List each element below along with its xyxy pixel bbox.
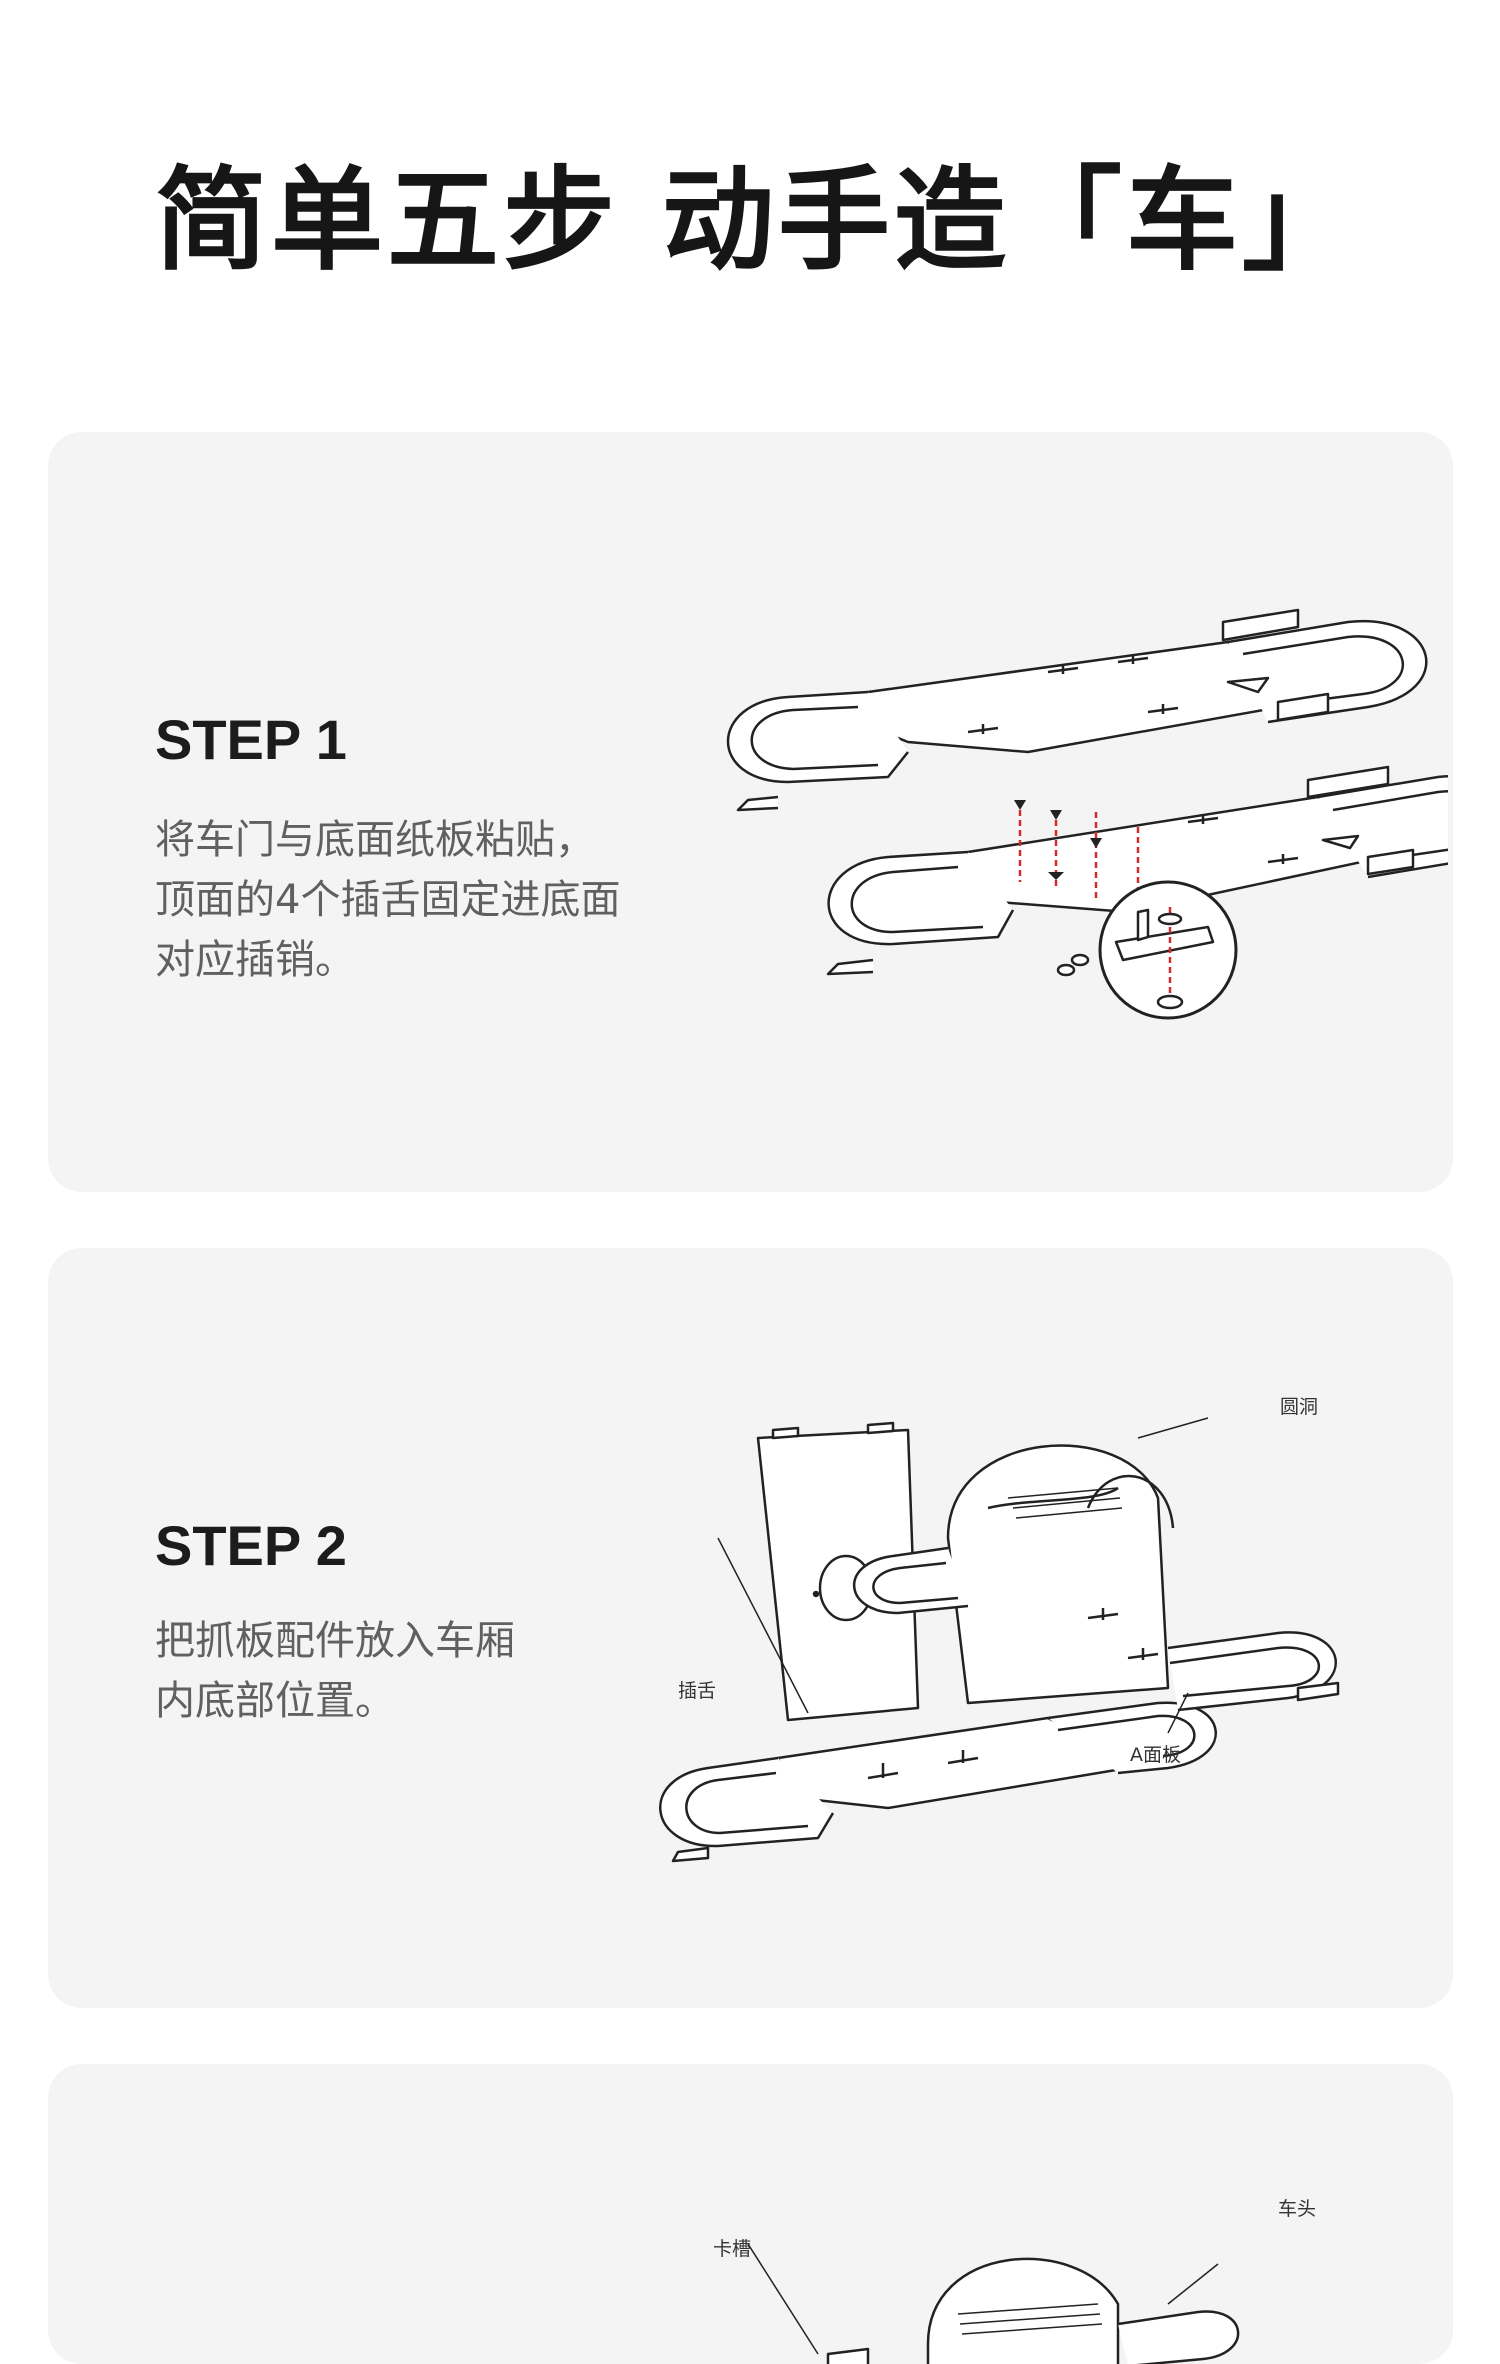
step-1-description: 将车门与底面纸板粘贴， 顶面的4个插舌固定进底面 对应插销。	[155, 817, 621, 983]
callout-panel: A面板	[1130, 1744, 1181, 1766]
step-1-label: STEP 1	[155, 708, 347, 771]
page-title: 简单五步 动手造「车」	[155, 156, 1358, 286]
step-2-illustration	[648, 1358, 1438, 1918]
step-3-card: 卡槽 车头	[48, 2064, 1453, 2364]
step-3-illustration	[698, 2154, 1398, 2364]
callout-head: 车头	[1278, 2198, 1317, 2220]
callout-tab: 插舌	[678, 1680, 717, 1702]
step-1-card: STEP 1 将车门与底面纸板粘贴， 顶面的4个插舌固定进底面 对应插销。	[48, 432, 1453, 1192]
step-2-label: STEP 2	[155, 1514, 347, 1577]
step-2-card: STEP 2 把抓板配件放入车厢 内底部位置。	[48, 1248, 1453, 2008]
step-2-description: 把抓板配件放入车厢 内底部位置。	[155, 1618, 515, 1724]
callout-slot: 卡槽	[713, 2238, 752, 2260]
step-1-illustration	[668, 582, 1448, 1052]
callout-hole: 圆洞	[1280, 1396, 1319, 1418]
